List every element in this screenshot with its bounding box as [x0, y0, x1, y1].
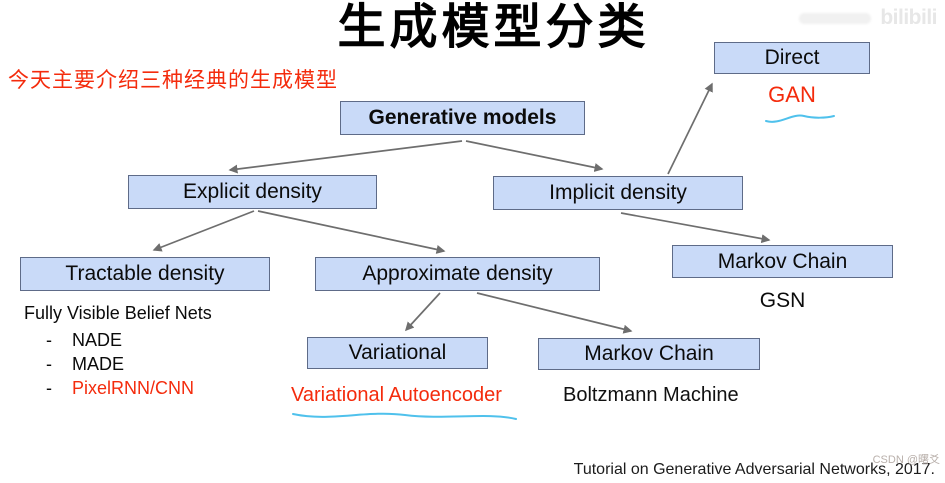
uploader-name-smudge: [799, 12, 872, 24]
node-variational: Variational: [307, 337, 488, 369]
edge-arrow: [228, 140, 463, 174]
edge-arrow: [465, 140, 604, 172]
edge-arrow: [620, 212, 771, 244]
edge-arrow: [404, 292, 441, 332]
list-item: -PixelRNN/CNN: [24, 378, 212, 398]
node-approximate-density: Approximate density: [315, 257, 600, 291]
list-item: -NADE: [24, 330, 212, 350]
citation-text: Tutorial on Generative Adversarial Netwo…: [573, 461, 935, 478]
node-tractable-density: Tractable density: [20, 257, 270, 291]
vae-underline: [292, 412, 517, 420]
edge-arrow: [152, 210, 255, 252]
node-markov-chain-gsn: Markov Chain: [672, 245, 893, 278]
node-direct: Direct: [714, 42, 870, 74]
node-generative-models: Generative models: [340, 101, 585, 135]
bilibili-logo: bilibili: [880, 6, 937, 29]
gan-underline: [765, 114, 835, 123]
edge-arrow: [667, 82, 713, 175]
edge-arrow: [476, 292, 633, 334]
edge-arrow: [257, 210, 446, 254]
list-item-label: PixelRNN/CNN: [72, 378, 195, 398]
fvbn-heading: Fully Visible Belief Nets: [24, 303, 212, 323]
list-bullet: -: [46, 378, 52, 398]
gan-label: GAN: [768, 82, 816, 107]
list-item: -MADE: [24, 354, 212, 374]
variational-autoencoder-label: Variational Autoencoder: [291, 384, 502, 406]
gsn-label: GSN: [759, 289, 806, 312]
fully-visible-belief-nets-block: Fully Visible Belief Nets -NADE -MADE -P…: [24, 303, 212, 398]
boltzmann-machine-label: Boltzmann Machine: [563, 384, 739, 406]
node-markov-chain-boltzmann: Markov Chain: [538, 338, 760, 370]
csdn-watermark: CSDN @曙爻: [872, 454, 940, 466]
list-item-label: NADE: [72, 330, 123, 350]
slide-title: 生成模型分类: [337, 1, 650, 54]
node-implicit-density: Implicit density: [493, 176, 743, 210]
list-item-label: MADE: [72, 354, 125, 374]
list-bullet: -: [46, 354, 52, 374]
node-explicit-density: Explicit density: [128, 175, 377, 209]
intro-note: 今天主要介绍三种经典的生成模型: [8, 69, 338, 92]
list-bullet: -: [46, 330, 52, 350]
bilibili-watermark: bilibili: [799, 6, 937, 30]
